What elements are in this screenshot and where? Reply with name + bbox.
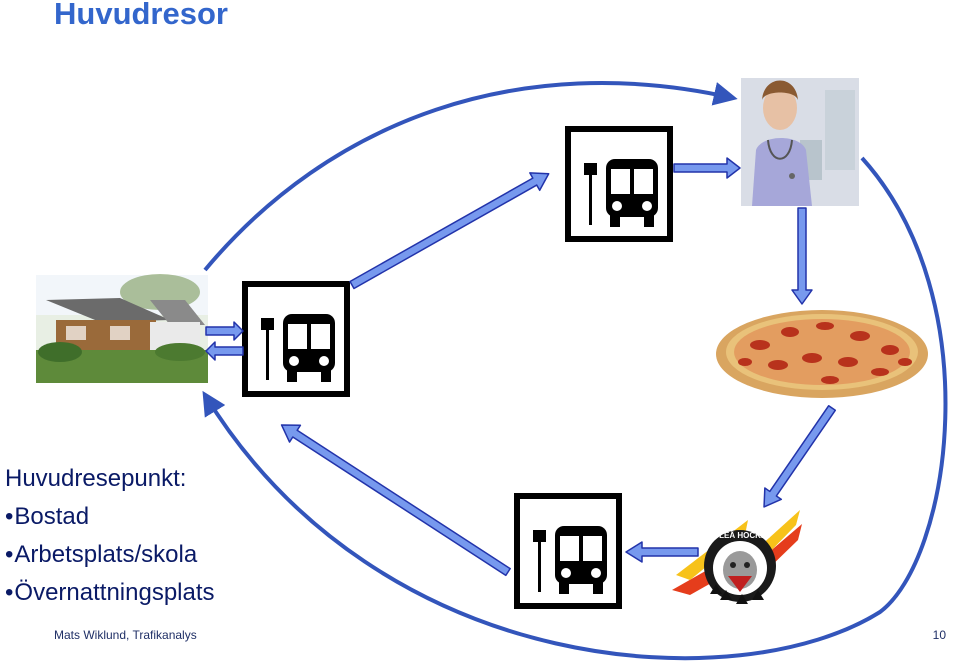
pizza-photo: [716, 310, 928, 398]
origin-item-overnattning: Övernattningsplats: [5, 574, 214, 612]
footer-author: Mats Wiklund, Trafikanalys: [54, 628, 197, 642]
curve-work-to-home-outer: [202, 156, 948, 661]
arrow-stop-bottom-to-left: [280, 424, 511, 577]
arrow-stop-to-house: [205, 341, 244, 361]
nurse-photo: [741, 78, 859, 206]
slide-title: Huvudresor: [54, 0, 228, 31]
page-number: 10: [932, 628, 946, 642]
bus-stop-icon-bottom: [517, 496, 619, 606]
origin-list-heading: Huvudresepunkt:: [5, 465, 187, 492]
arrow-hockey-to-stop: [625, 541, 699, 563]
bus-stop-icon-left: [245, 284, 347, 394]
arrow-food-to-hockey: [763, 404, 837, 508]
origin-list: Huvudresepunkt: Bostad Arbetsplats/skola…: [5, 460, 215, 612]
origin-item-arbetsplats: Arbetsplats/skola: [5, 536, 215, 574]
house-photo: [36, 274, 208, 383]
arrow-house-to-stop: [205, 321, 244, 341]
arrow-stop-left-to-top: [349, 172, 550, 290]
origin-item-bostad: Bostad: [5, 498, 215, 536]
lulea-hockey-logo: LULEÅ HOCKEY: [672, 510, 802, 604]
arrow-stop-to-work: [673, 157, 741, 179]
curve-home-to-work: [203, 81, 738, 272]
bus-stop-icon-top: [568, 129, 670, 239]
arrow-work-to-food: [791, 207, 813, 305]
svg-text:LULEÅ HOCKEY: LULEÅ HOCKEY: [708, 531, 772, 540]
